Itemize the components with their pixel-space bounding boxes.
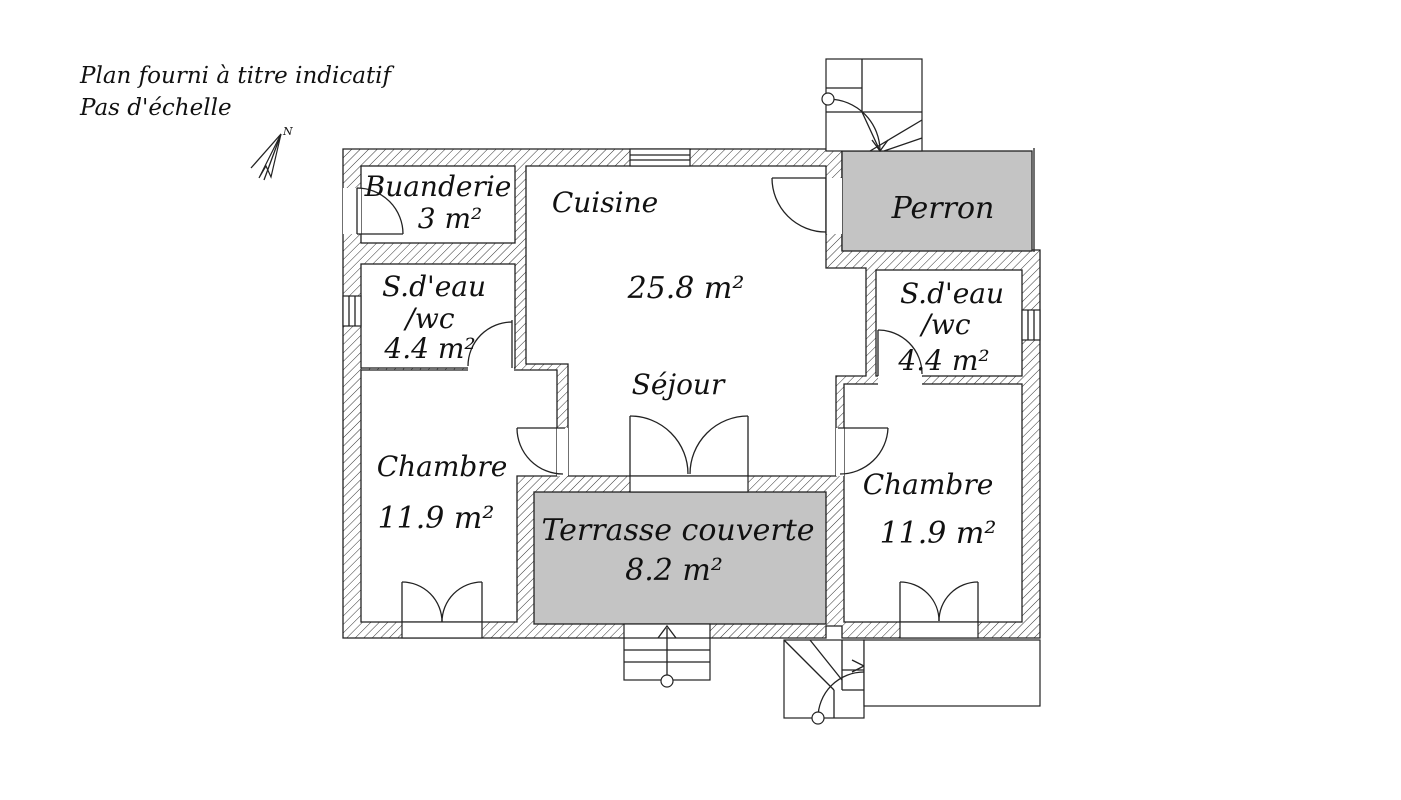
stairs-front: [623, 623, 711, 688]
area-sejour: 25.8 m²: [627, 271, 745, 306]
area-sdeau-left: 4.4 m²: [383, 332, 475, 365]
area-buanderie: 3 m²: [418, 202, 483, 235]
label-chambre-right: Chambre: [863, 468, 994, 501]
label-sdeau-right: S.d'eau: [900, 277, 1004, 310]
room-sdeau-right: [875, 269, 1023, 377]
doors: [343, 177, 979, 639]
label-buanderie: Buanderie: [364, 170, 512, 203]
area-terrasse: 8.2 m²: [625, 553, 723, 588]
stairs-bottom-right: [783, 639, 1041, 725]
label-sdeau-left-wc: /wc: [402, 302, 454, 335]
terrasse-couverte: [533, 491, 827, 625]
north-arrow-icon: N: [250, 125, 293, 181]
windows: [342, 148, 1041, 341]
stairs-top: [821, 58, 923, 153]
note-indicative: Plan fourni à titre indicatif: [79, 63, 395, 89]
label-sdeau-left: S.d'eau: [382, 270, 486, 303]
label-perron: Perron: [891, 191, 995, 226]
room-chambre-right: [843, 383, 1023, 623]
area-chambre-right: 11.9 m²: [880, 516, 997, 551]
label-terrasse: Terrasse couverte: [541, 513, 814, 548]
room-chambre-left: [360, 369, 558, 623]
label-sdeau-right-wc: /wc: [918, 308, 970, 341]
compass-letter: N: [282, 125, 293, 138]
label-cuisine: Cuisine: [552, 186, 658, 219]
room-buanderie: [360, 165, 516, 244]
area-chambre-left: 11.9 m²: [378, 501, 495, 536]
label-chambre-left: Chambre: [377, 450, 508, 483]
label-sejour: Séjour: [632, 368, 726, 401]
room-labels: Buanderie 3 m² Cuisine 25.8 m² Séjour Pe…: [364, 170, 1004, 588]
perron: [841, 150, 1033, 252]
area-sdeau-right: 4.4 m²: [897, 344, 989, 377]
room-sdeau-left: [360, 263, 516, 369]
rooms: [360, 165, 1023, 623]
note-no-scale: Pas d'échelle: [79, 95, 232, 121]
